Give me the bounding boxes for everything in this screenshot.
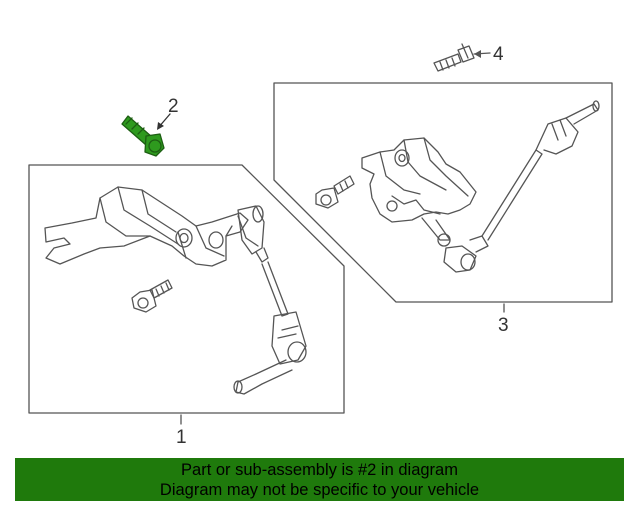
info-banner: Part or sub-assembly is #2 in diagram Di… [15,458,624,501]
bolt-part-2 [121,115,165,157]
callout-part-1[interactable]: 1 [176,427,187,448]
callout-part-3[interactable]: 3 [498,315,509,336]
sensor-bracket-3 [361,137,477,247]
linkage-rod-3 [443,100,600,273]
callout-part-2[interactable]: 2 [168,96,179,117]
callout-part-4[interactable]: 4 [493,44,504,65]
bolt-assembly-1 [131,279,173,313]
assembly-3-box [273,82,613,303]
sensor-bracket-1 [44,186,259,267]
assembly-1-box [28,164,345,414]
banner-line-1: Part or sub-assembly is #2 in diagram [181,461,458,479]
linkage-rod-1 [233,205,307,395]
bolt-assembly-3 [315,175,355,209]
bolt-part-4 [433,43,475,72]
banner-line-2: Diagram may not be specific to your vehi… [159,481,480,499]
